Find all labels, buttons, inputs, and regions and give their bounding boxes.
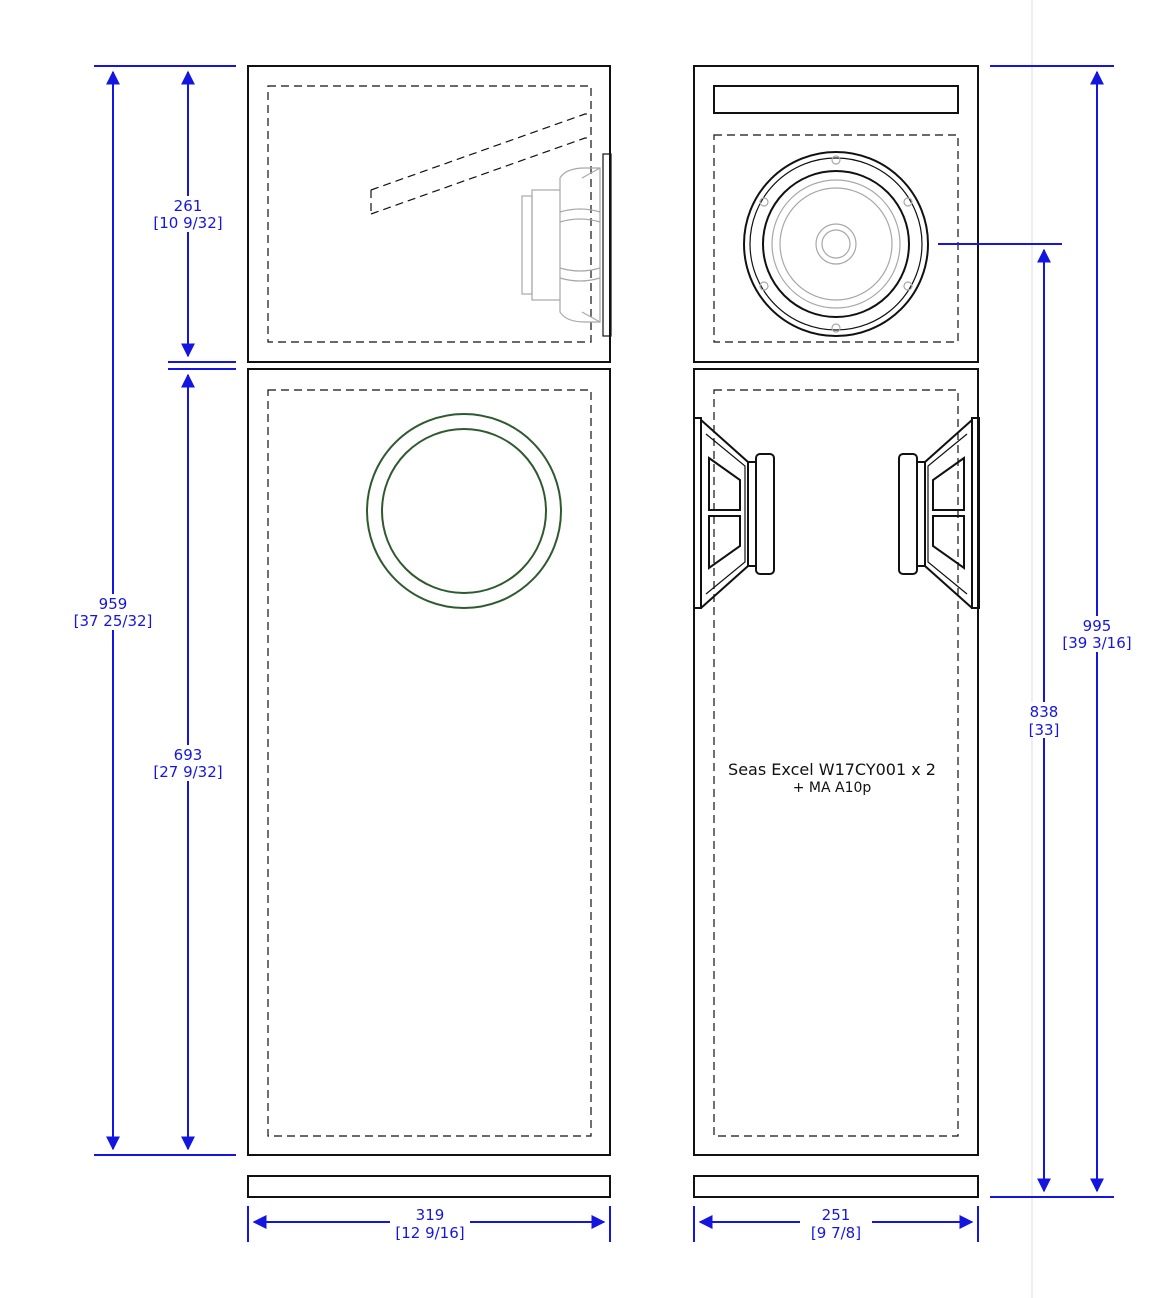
front-upper-internal [713, 134, 959, 343]
front-upper-cabinet [693, 65, 979, 363]
dim-251-mm: 251 [822, 1206, 851, 1224]
dim-693-inch: [27 9/32] [153, 763, 222, 781]
front-lower-cabinet [693, 368, 979, 1156]
dim-261-mm: 261 [174, 197, 203, 215]
front-view: Seas Excel W17CY001 x 2 + MA A10p [693, 65, 980, 1198]
side-lower-cabinet [247, 368, 611, 1156]
dim-319-mm: 319 [416, 1206, 445, 1224]
right-woofer-profile [898, 417, 980, 609]
dim-959-inch: [37 25/32] [74, 612, 153, 630]
dim-838-inch: [33] [1029, 721, 1060, 739]
dim-693-mm: 693 [174, 746, 203, 764]
side-upper-cabinet [247, 65, 611, 363]
front-top-slot [713, 85, 959, 114]
side-sloped-panel [370, 113, 591, 215]
side-view [247, 65, 612, 1198]
dim-261-inch: [10 9/32] [153, 214, 222, 232]
front-lower-internal [713, 389, 959, 1137]
left-woofer-profile [693, 417, 775, 609]
port-opening [366, 413, 562, 609]
dimension-labels: 959 [37 25/32] 261 [10 9/32] 693 [27 9/3… [70, 196, 1138, 1244]
dim-251-inch: [9 7/8] [811, 1224, 861, 1242]
midrange-driver [743, 151, 929, 337]
side-upper-internal [267, 85, 592, 343]
side-hidden-driver [521, 153, 612, 337]
dim-995-inch: [39 3/16] [1062, 634, 1131, 652]
side-plinth [247, 1175, 611, 1198]
dim-319-inch: [12 9/16] [395, 1224, 464, 1242]
driver-note-line2: + MA A10p [793, 780, 872, 796]
dim-838-mm: 838 [1030, 703, 1059, 721]
side-lower-internal [267, 389, 592, 1137]
driver-note-line1: Seas Excel W17CY001 x 2 [728, 760, 936, 779]
front-plinth [693, 1175, 979, 1198]
dim-995-mm: 995 [1083, 617, 1112, 635]
dim-959-mm: 959 [99, 595, 128, 613]
